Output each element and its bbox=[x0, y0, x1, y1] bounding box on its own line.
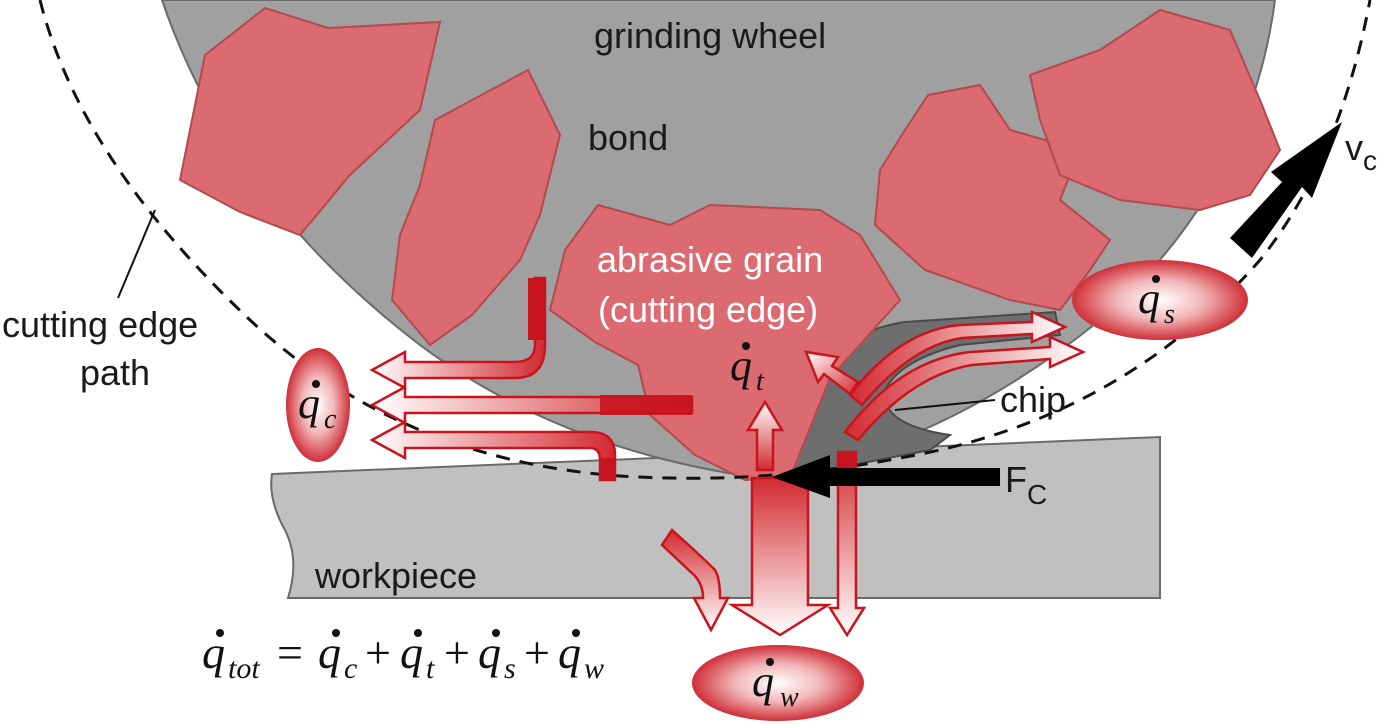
qdot-t: q t bbox=[730, 341, 765, 397]
grain-5 bbox=[1028, 8, 1282, 212]
label-workpiece: workpiece bbox=[314, 555, 477, 596]
label-velocity: vc bbox=[1345, 127, 1377, 176]
label-force: FC bbox=[1005, 459, 1047, 510]
label-cutting-edge-path-2: path bbox=[80, 352, 150, 393]
arrow-qw-center bbox=[727, 476, 833, 637]
svg-text:s: s bbox=[1164, 299, 1175, 330]
svg-text:q: q bbox=[730, 341, 752, 390]
grain-group bbox=[178, 6, 1282, 482]
label-bond: bond bbox=[588, 117, 668, 158]
qdot-w: q w bbox=[752, 657, 799, 713]
svg-text:t: t bbox=[756, 366, 765, 397]
svg-text:w: w bbox=[584, 652, 604, 685]
arrow-qc-top bbox=[369, 276, 547, 391]
arrow-qt-up bbox=[745, 399, 785, 472]
svg-text:tot: tot bbox=[228, 652, 260, 685]
arrow-qw-left bbox=[660, 528, 731, 633]
grain-1 bbox=[178, 6, 442, 237]
svg-text:c: c bbox=[344, 652, 357, 685]
svg-text:q: q bbox=[298, 379, 320, 428]
svg-text:q: q bbox=[202, 627, 225, 678]
label-grinding-wheel: grinding wheel bbox=[594, 15, 826, 56]
svg-text:c: c bbox=[324, 404, 337, 435]
grain-2 bbox=[390, 68, 562, 347]
label-cutting-edge-paren: (cutting edge) bbox=[598, 289, 818, 330]
svg-text:q: q bbox=[400, 627, 423, 678]
svg-text:q: q bbox=[558, 627, 581, 678]
svg-text:=: = bbox=[277, 627, 303, 678]
svg-text:q: q bbox=[318, 627, 341, 678]
svg-text:q: q bbox=[478, 627, 501, 678]
svg-text:t: t bbox=[426, 652, 435, 685]
arrow-qs-lower bbox=[843, 335, 1087, 442]
arrow-qt-diag bbox=[804, 350, 860, 396]
heat-flow-coolant-arrows bbox=[369, 276, 694, 482]
heat-flow-chip-arrows bbox=[843, 310, 1087, 442]
svg-text:+: + bbox=[444, 627, 470, 678]
qdot-s: q s bbox=[1138, 274, 1175, 330]
heat-balance-equation: q tot = q c + q t + q s + q w bbox=[202, 627, 604, 685]
label-abrasive-grain: abrasive grain bbox=[597, 239, 823, 280]
svg-text:w: w bbox=[780, 682, 799, 713]
arrow-qc-bottom bbox=[369, 419, 617, 482]
cutting-velocity-arrow bbox=[1230, 122, 1342, 258]
qdot-c: q c bbox=[298, 379, 337, 435]
svg-text:+: + bbox=[524, 627, 550, 678]
cutting-edge-path-curve bbox=[38, 0, 1372, 480]
cutting-edge-path-leader bbox=[117, 209, 156, 299]
cutting-force-arrow bbox=[772, 455, 1000, 498]
svg-text:q: q bbox=[1138, 274, 1160, 323]
ellipse-qs bbox=[1072, 260, 1248, 340]
chip-leader bbox=[894, 399, 996, 411]
label-cutting-edge-path-1: cutting edge bbox=[2, 304, 198, 345]
ellipse-qc bbox=[286, 348, 350, 462]
svg-text:s: s bbox=[504, 652, 516, 685]
ellipse-qw bbox=[692, 645, 864, 721]
label-chip: chip bbox=[1000, 379, 1066, 420]
arrow-qs-upper bbox=[848, 310, 1069, 407]
svg-text:q: q bbox=[752, 657, 774, 706]
svg-text:+: + bbox=[365, 627, 391, 678]
heat-flow-grain-arrows bbox=[745, 350, 860, 472]
